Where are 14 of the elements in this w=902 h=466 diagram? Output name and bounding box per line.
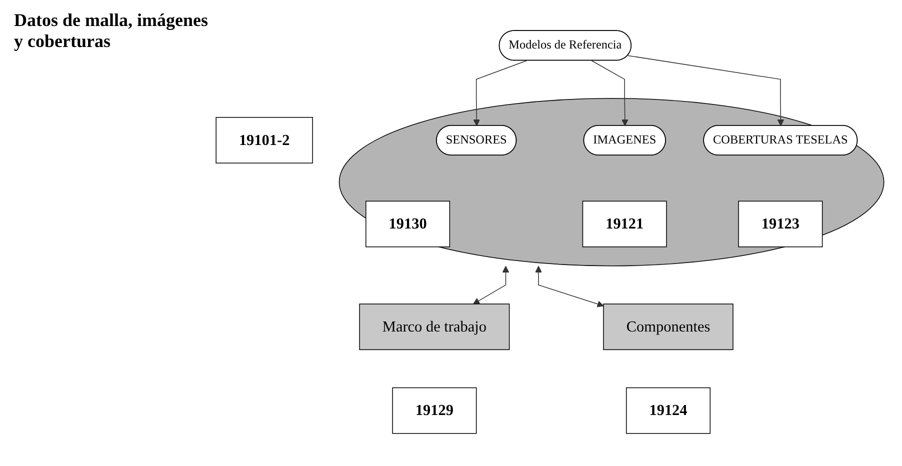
- diagram-title: Datos de malla, imágenes y coberturas: [14, 10, 209, 52]
- node-box: 19124: [626, 387, 711, 434]
- arrow: [627, 55, 784, 126]
- node-box: 19129: [392, 387, 477, 434]
- arrow: [535, 266, 604, 308]
- node-box: 19101-2: [216, 117, 313, 164]
- arrow: [591, 60, 628, 126]
- node-box: Componentes: [603, 304, 734, 350]
- arrow: [473, 266, 510, 304]
- node-box: 19130: [366, 200, 450, 248]
- node-box: Marco de trabajo: [359, 304, 510, 350]
- arrow: [473, 60, 527, 126]
- node-box: 19121: [582, 200, 667, 248]
- node-box: 19123: [738, 200, 823, 248]
